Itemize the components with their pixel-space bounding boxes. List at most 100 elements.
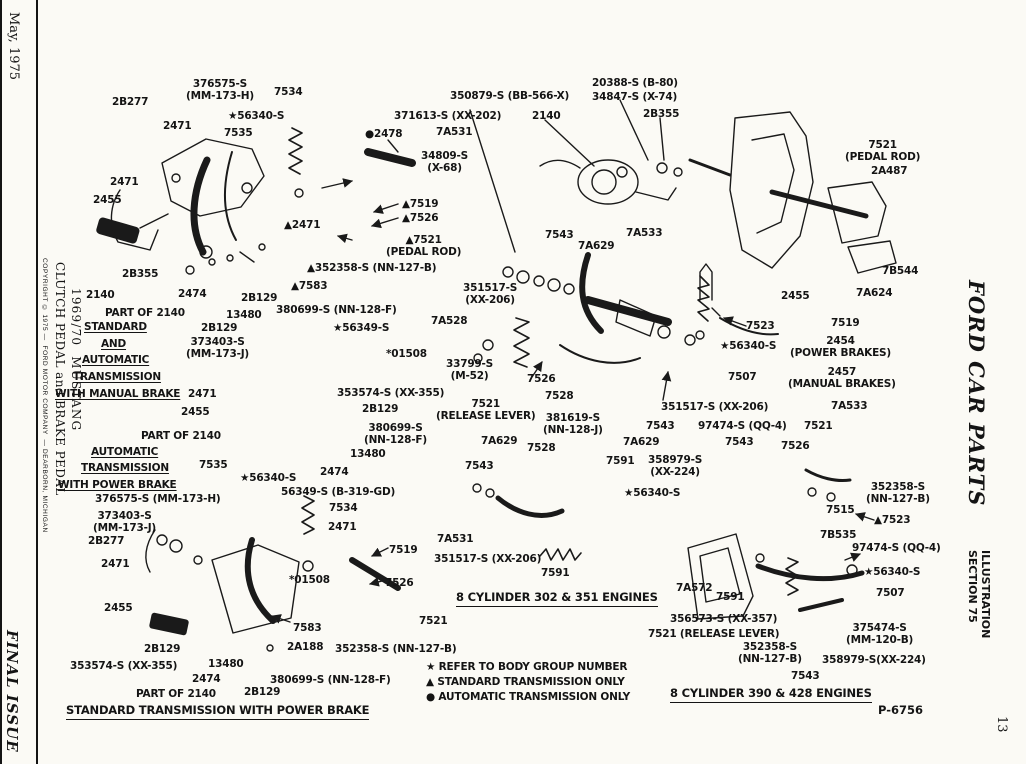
part-label: 7521 (RELEASE LEVER) bbox=[648, 628, 780, 640]
part-label: ★56349-S bbox=[333, 322, 390, 334]
plate-number: P-6756 bbox=[878, 703, 924, 717]
section-heading: 8 CYLINDER 302 & 351 ENGINES bbox=[456, 590, 658, 607]
part-label: 2474 bbox=[320, 466, 349, 478]
part-label: 2474 bbox=[192, 673, 221, 685]
part-label: 7526 bbox=[385, 577, 414, 589]
right-power-brake-art bbox=[687, 263, 875, 620]
part-label: 381619-S (NN-128-J) bbox=[543, 412, 603, 437]
section-heading: TRANSMISSION bbox=[73, 371, 161, 383]
part-label: 2B277 bbox=[112, 96, 149, 108]
part-label: 7515 bbox=[826, 504, 855, 516]
part-label: 7A531 bbox=[436, 126, 473, 138]
part-label: ★56340-S bbox=[624, 487, 681, 499]
section-heading: WITH MANUAL BRAKE bbox=[55, 388, 181, 400]
part-label: ★56340-S bbox=[240, 472, 297, 484]
part-label: 7543 bbox=[725, 436, 754, 448]
part-label: 2B129 bbox=[144, 643, 181, 655]
part-label: 352358-S (NN-127-B) bbox=[738, 641, 802, 666]
part-label: 373403-S (MM-173-J) bbox=[186, 336, 250, 361]
part-label: 373403-S (MM-173-J) bbox=[93, 510, 157, 535]
part-label: ★56340-S bbox=[720, 340, 777, 352]
part-label: 97474-S (QQ-4) bbox=[852, 542, 941, 554]
part-label: 20388-S (B-80) bbox=[592, 77, 678, 89]
part-label: 2B277 bbox=[88, 535, 125, 547]
part-label: 2471 bbox=[328, 521, 357, 533]
copyright-notice: COPYRIGHT © 1975 — FORD MOTOR COMPANY — … bbox=[41, 258, 48, 533]
part-label: 7543 bbox=[646, 420, 675, 432]
part-label: 13480 bbox=[226, 309, 262, 321]
part-label: 376575-S (MM-173-H) bbox=[95, 493, 221, 505]
part-label: 7B544 bbox=[882, 265, 919, 277]
section-heading: AUTOMATIC bbox=[91, 446, 159, 458]
part-label: 7521 bbox=[804, 420, 833, 432]
part-label: 352358-S (NN-127-B) bbox=[866, 481, 930, 506]
part-label: 350879-S (BB-566-X) bbox=[450, 90, 570, 102]
part-label: 371613-S (XX-202) bbox=[394, 110, 502, 122]
part-label: 2140 bbox=[86, 289, 115, 301]
part-label: ★56340-S bbox=[228, 110, 285, 122]
part-label: 2471 bbox=[101, 558, 130, 570]
part-label: 2B129 bbox=[244, 686, 281, 698]
part-label: 7A531 bbox=[437, 533, 474, 545]
master-cylinder-firewall-art bbox=[387, 99, 897, 274]
part-label: 2B355 bbox=[122, 268, 159, 280]
part-label: 2B355 bbox=[643, 108, 680, 120]
part-label: 7583 bbox=[293, 622, 322, 634]
part-label: 7521 (PEDAL ROD) bbox=[845, 139, 921, 164]
part-label: 2455 bbox=[181, 406, 210, 418]
part-label: 352358-S (NN-127-B) bbox=[335, 643, 457, 655]
part-label: 2140 bbox=[532, 110, 561, 122]
final-issue-label: FINAL ISSUE bbox=[3, 630, 21, 753]
part-label: 2B129 bbox=[362, 403, 399, 415]
section-heading: STANDARD bbox=[84, 321, 147, 333]
part-label: ▲7523 bbox=[874, 514, 911, 526]
part-label: 353574-S (XX-355) bbox=[337, 387, 445, 399]
part-label: PART OF 2140 bbox=[141, 430, 221, 442]
part-label: 7534 bbox=[274, 86, 303, 98]
part-label: 7B535 bbox=[820, 529, 857, 541]
issue-date: May, 1975 bbox=[6, 12, 21, 81]
part-label: 358979-S (XX-224) bbox=[648, 454, 703, 479]
part-label: 7543 bbox=[465, 460, 494, 472]
part-label: 7526 bbox=[527, 373, 556, 385]
pedal-assembly-top-left-art bbox=[96, 127, 416, 275]
part-label: 34847-S (X-74) bbox=[592, 91, 678, 103]
part-label: ▲7583 bbox=[291, 280, 328, 292]
part-label: 7A624 bbox=[856, 287, 893, 299]
part-label: 2B129 bbox=[201, 322, 238, 334]
ford-car-parts-label: FORD CAR PARTS bbox=[964, 280, 989, 507]
part-label: 7534 bbox=[329, 502, 358, 514]
part-label: 7526 bbox=[781, 440, 810, 452]
part-label: 7521 (RELEASE LEVER) bbox=[436, 398, 536, 423]
part-label: 7543 bbox=[791, 670, 820, 682]
section-heading: AUTOMATIC bbox=[82, 354, 150, 366]
part-label: 2455 bbox=[93, 194, 122, 206]
part-label: 7523 bbox=[746, 320, 775, 332]
part-label: *01508 bbox=[386, 348, 427, 360]
part-label: 2471 bbox=[110, 176, 139, 188]
part-label: 7535 bbox=[199, 459, 228, 471]
legend: ★ REFER TO BODY GROUP NUMBER▲ STANDARD T… bbox=[426, 661, 630, 706]
part-label: ▲7521 (PEDAL ROD) bbox=[386, 234, 462, 259]
part-label: 2471 bbox=[163, 120, 192, 132]
part-label: 7528 bbox=[545, 390, 574, 402]
part-label: 380699-S (NN-128-F) bbox=[276, 304, 397, 316]
part-label: 2454 (POWER BRAKES) bbox=[790, 335, 892, 360]
part-label: 7A533 bbox=[626, 227, 663, 239]
part-label: 7A629 bbox=[481, 435, 518, 447]
part-label: 351517-S (XX-206) bbox=[661, 401, 769, 413]
part-label: 2A487 bbox=[871, 165, 908, 177]
part-label: ●2478 bbox=[365, 128, 403, 140]
part-label: 380699-S (NN-128-F) bbox=[270, 674, 391, 686]
section-heading: 8 CYLINDER 390 & 428 ENGINES bbox=[670, 686, 872, 703]
part-label: 353574-S (XX-355) bbox=[70, 660, 178, 672]
part-label: ▲7526 bbox=[402, 212, 439, 224]
part-label: 7A629 bbox=[623, 436, 660, 448]
part-label: 2474 bbox=[178, 288, 207, 300]
part-label: 2A188 bbox=[287, 641, 324, 653]
part-label: 376575-S (MM-173-H) bbox=[186, 78, 254, 103]
part-label: 7507 bbox=[728, 371, 757, 383]
part-label: 13480 bbox=[350, 448, 386, 460]
